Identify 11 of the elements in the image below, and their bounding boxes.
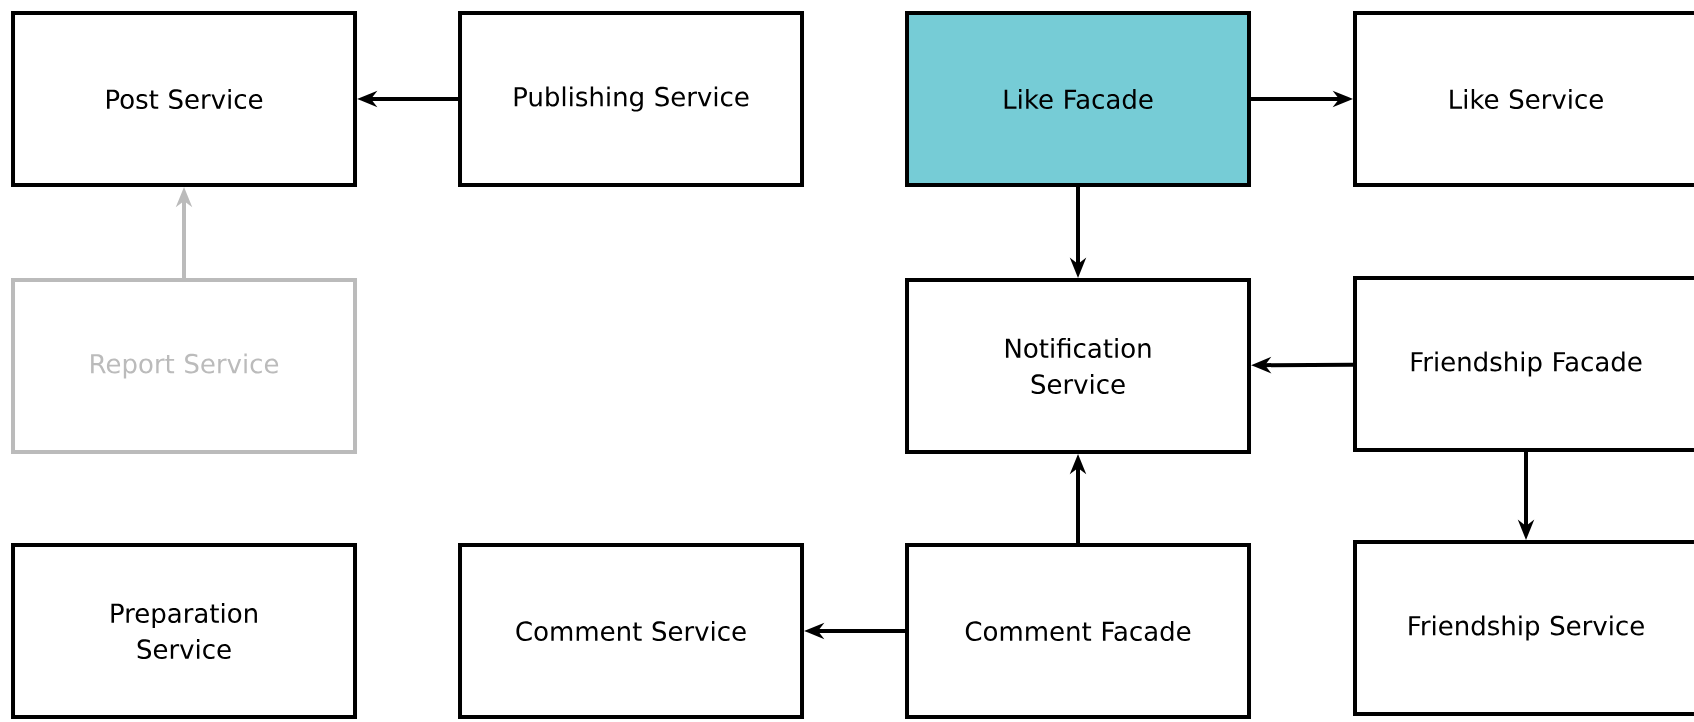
service-box: Report Service (11, 278, 357, 454)
service-box: Friendship Service (1353, 540, 1694, 716)
service-box: Friendship Facade (1353, 276, 1694, 452)
service-box: Like Service (1353, 11, 1694, 187)
service-box: Preparation Service (11, 543, 357, 719)
service-box: Notification Service (905, 278, 1251, 454)
service-box: Comment Service (458, 543, 804, 719)
service-box: Post Service (11, 11, 357, 187)
service-box: Publishing Service (458, 11, 804, 187)
service-box: Like Facade (905, 11, 1251, 187)
service-box: Comment Facade (905, 543, 1251, 719)
